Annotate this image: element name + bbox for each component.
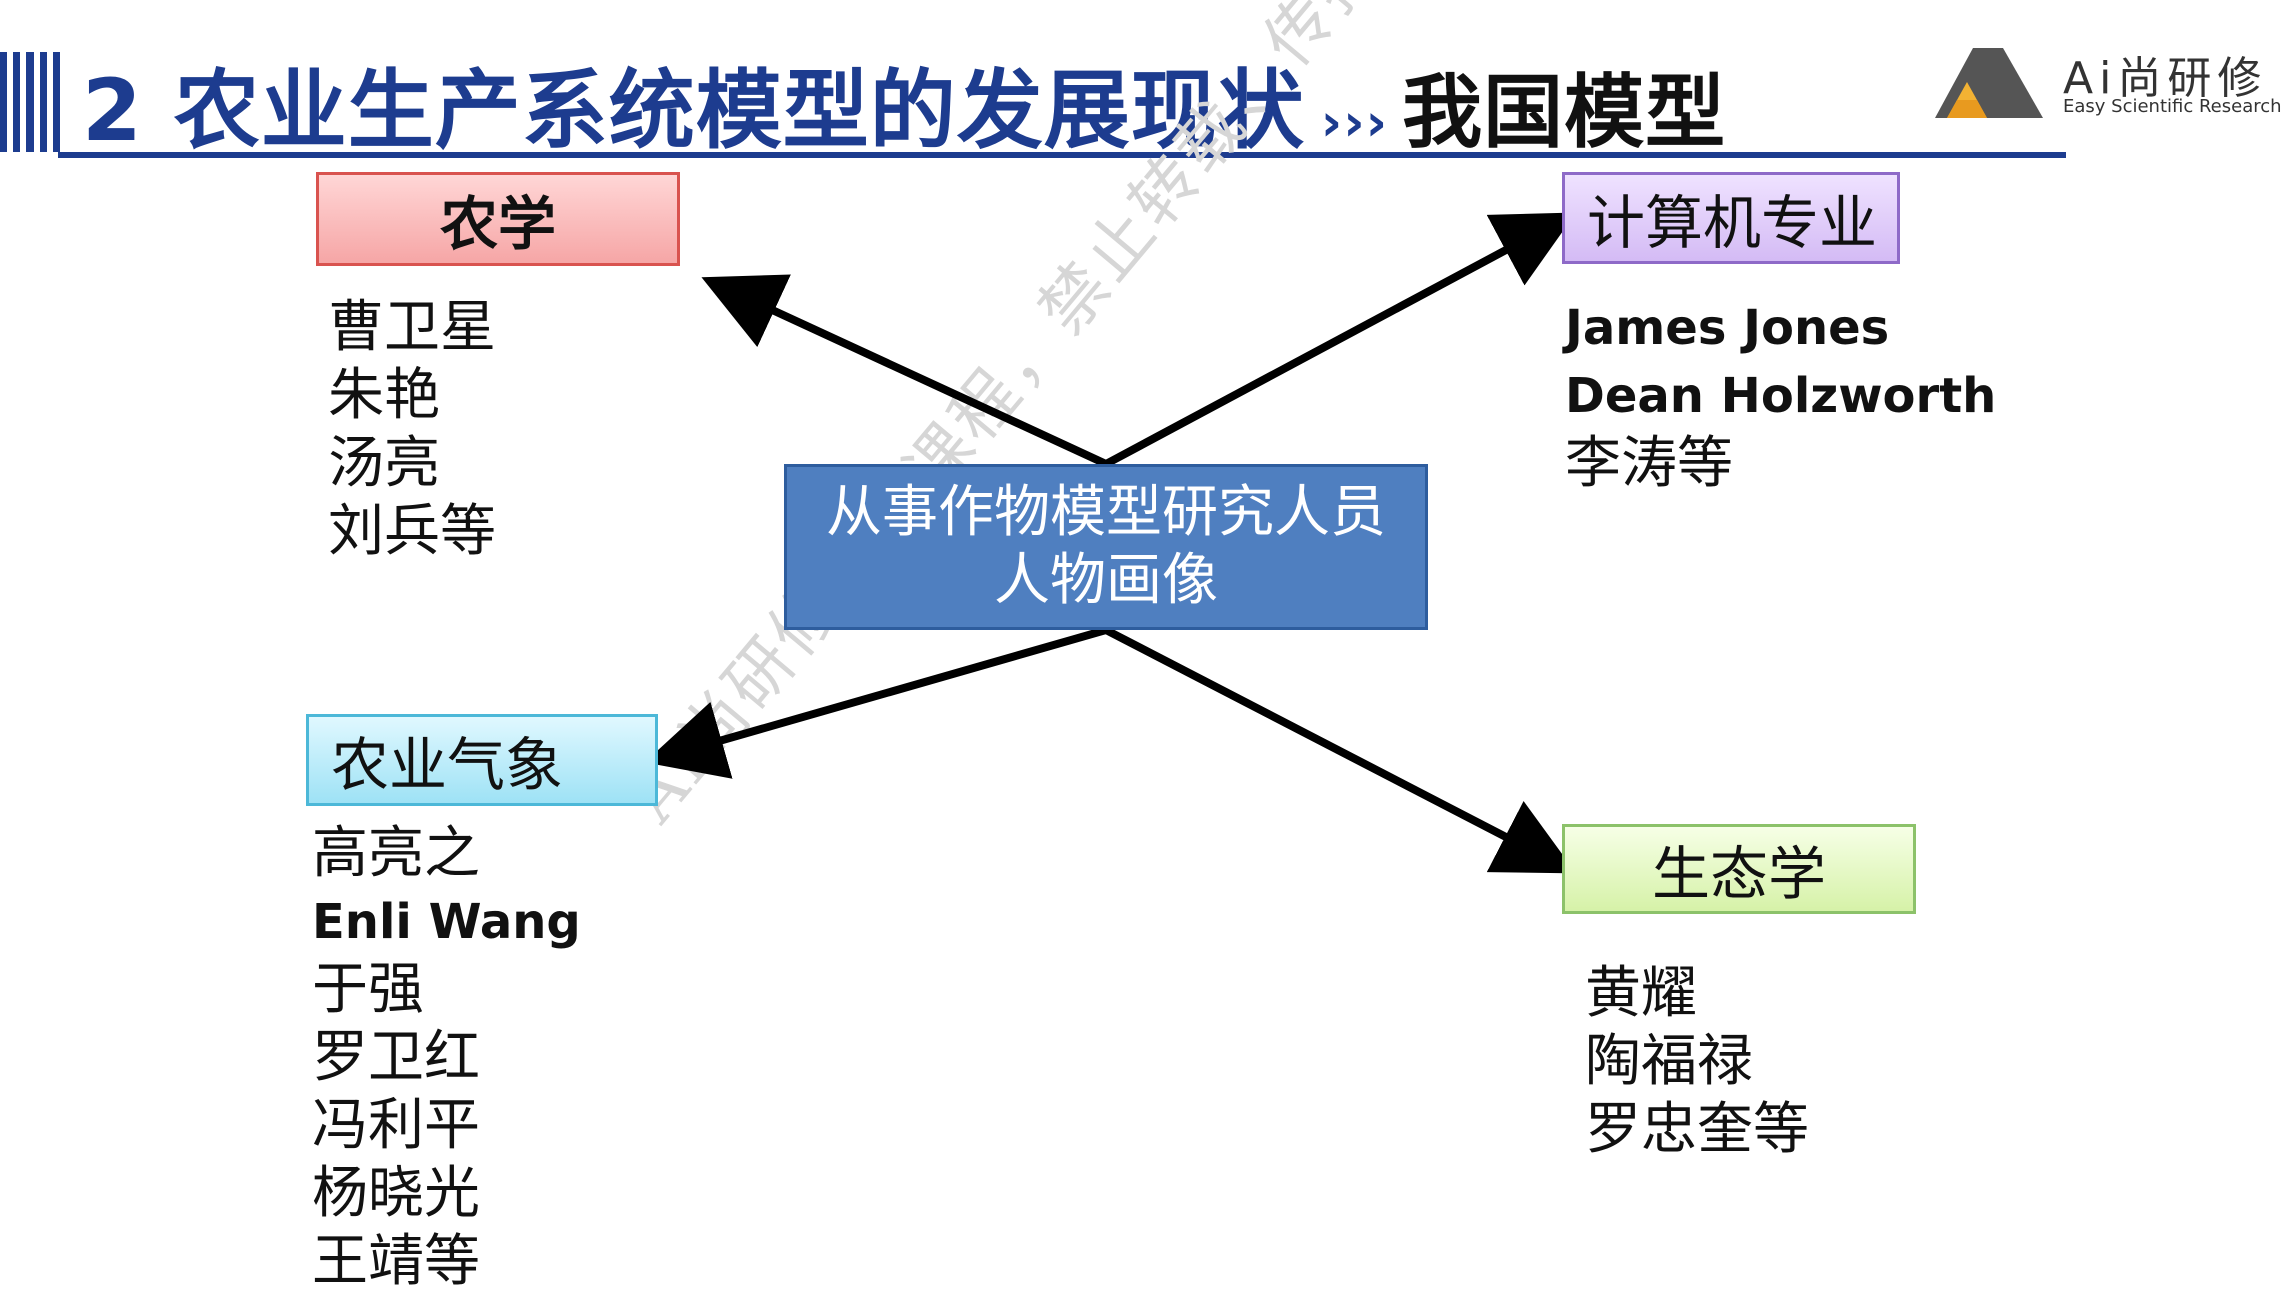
category-label-agronomy: 农学 [439,190,556,258]
person-name: James Jones [1565,300,1890,356]
arrow-to-ecology [1104,626,1577,874]
category-box-computer-science: 计算机专业 [1562,172,1900,264]
category-label-computer-science: 计算机专业 [1587,189,1878,257]
person-name: 于强 [312,957,424,1022]
person-name: 黄耀 [1585,961,1697,1026]
logo-brand: Ai尚研修 [2063,53,2268,104]
person-name: 冯利平 [312,1093,480,1158]
people-list-agronomy: 曹卫星 朱艳 汤亮 刘兵等 [328,294,496,566]
title-text: 2 农业生产系统模型的发展现状 [82,61,1305,161]
arrow-to-agronomy [701,274,1108,468]
arrow-to-computer-science [1104,212,1577,468]
person-name: Dean Holzworth [1565,368,1997,424]
person-name: 曹卫星 [328,295,496,360]
people-list-agro-meteorology: 高亮之 Enli Wang 于强 罗卫红 冯利平 杨晓光 王靖等 [312,820,581,1296]
person-name: 杨晓光 [312,1161,480,1226]
category-box-agro-meteorology: 农业气象 [306,714,658,806]
people-list-ecology: 黄耀 陶福禄 罗忠奎等 [1585,960,1809,1164]
title-chevron-icon: ››› [1320,93,1389,153]
category-box-agronomy: 农学 [316,172,680,266]
category-label-agro-meteorology: 农业气象 [331,731,564,799]
people-list-computer-science: James Jones Dean Holzworth 李涛等 [1565,294,1996,498]
title-subtitle: 我国模型 [1402,66,1727,159]
person-name: 高亮之 [312,821,480,886]
logo: Ai尚研修 Easy Scientific Research [1925,38,2282,128]
person-name: 汤亮 [328,431,440,496]
person-name: 罗卫红 [312,1025,480,1090]
person-name: 陶福禄 [1585,1029,1753,1094]
person-name: 王靖等 [312,1229,480,1294]
person-name: 罗忠奎等 [1585,1097,1809,1162]
center-title-line2: 人物画像 [994,548,1218,613]
arrow-to-agro-meteorology [644,626,1108,779]
header-underline [58,152,2066,158]
center-title-line1: 从事作物模型研究人员 [826,480,1386,545]
category-box-ecology: 生态学 [1562,824,1916,914]
person-name: 朱艳 [328,363,440,428]
person-name: 李涛等 [1565,431,1733,496]
person-name: 刘兵等 [328,499,496,564]
logo-tagline: Easy Scientific Research [2063,96,2282,117]
logo-mountain-icon [1935,48,2043,118]
page-title: 2 农业生产系统模型的发展现状›››我国模型 [82,40,1726,165]
person-name: Enli Wang [312,894,581,950]
header-stripes [0,52,61,152]
category-label-ecology: 生态学 [1651,840,1826,908]
center-node: 从事作物模型研究人员 人物画像 [784,464,1428,630]
